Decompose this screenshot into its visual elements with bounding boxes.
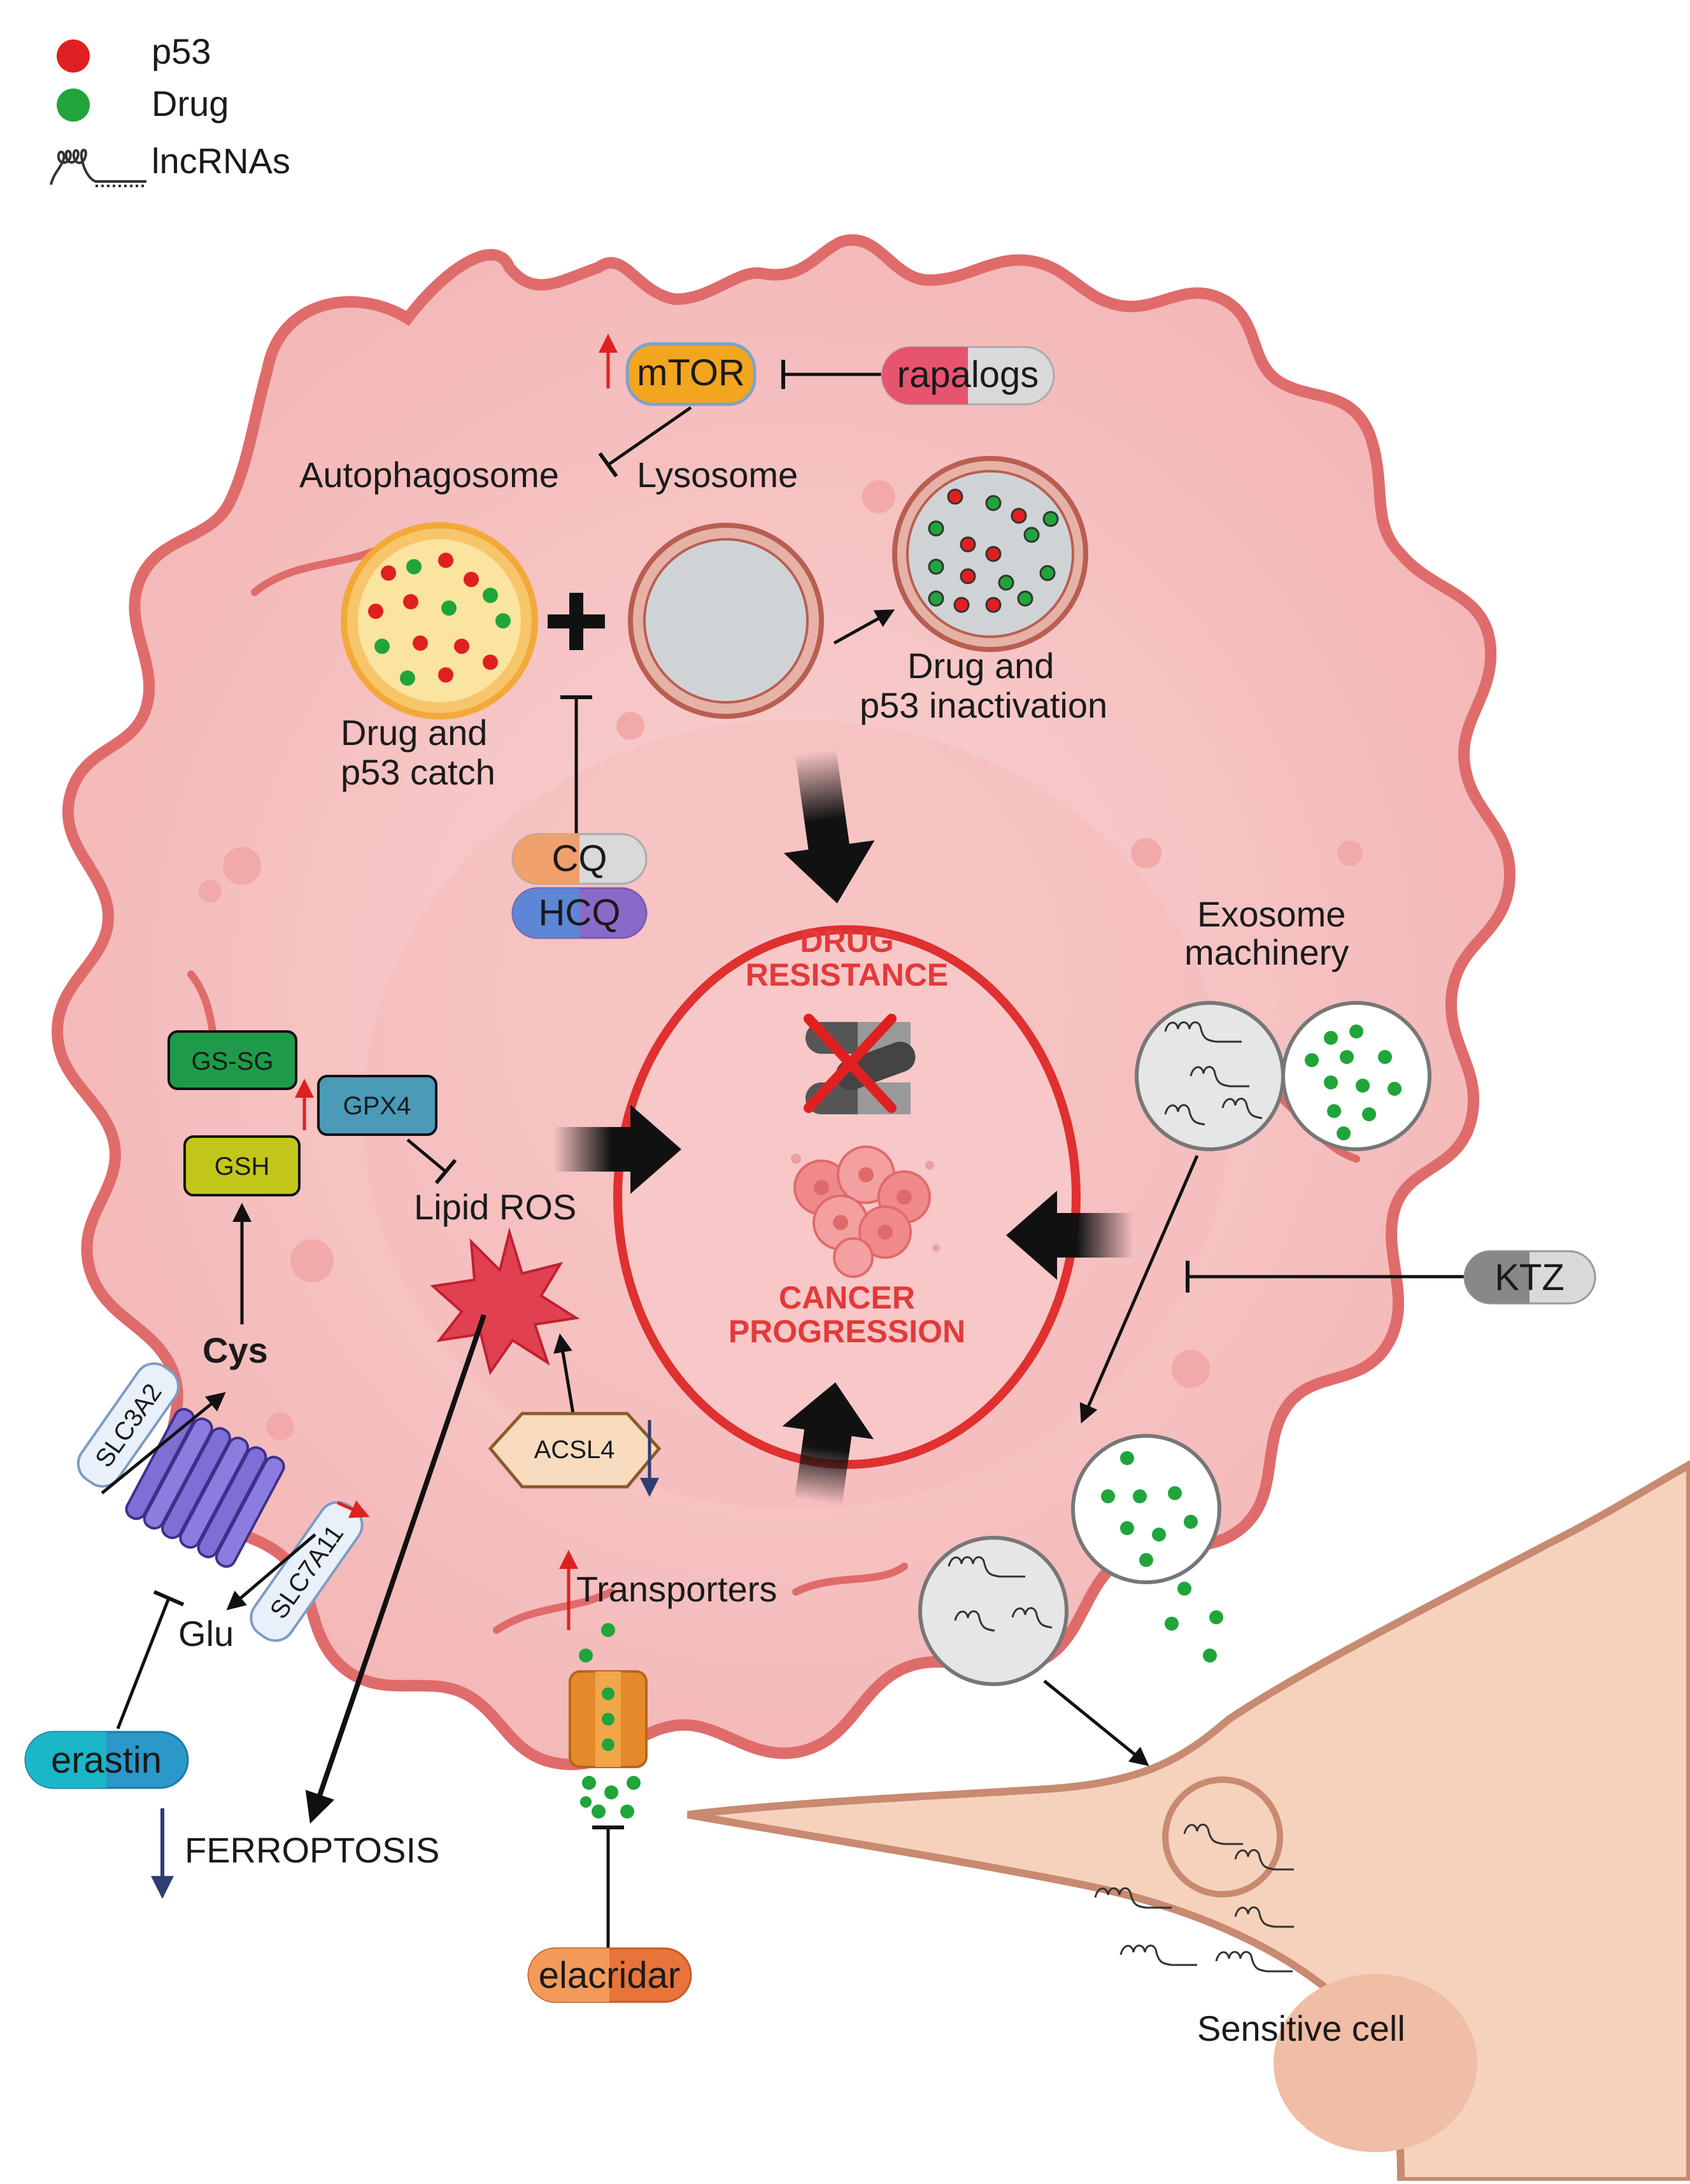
ktz-capsule: KTZ: [1463, 1250, 1596, 1305]
sensitive-cell-label: Sensitive cell: [1197, 2008, 1405, 2048]
gsh-box: GSH: [183, 1135, 301, 1196]
cq-label: CQ: [552, 838, 607, 879]
catch-label-line1: Drug and: [341, 713, 487, 753]
autolysosome: [892, 456, 1088, 652]
erastin-capsule: erastin: [24, 1731, 189, 1789]
released-exosome-lncrna: [918, 1536, 1069, 1686]
inactivation-label-line1: Drug and: [907, 646, 1054, 686]
transporters-label: Transporters: [576, 1569, 777, 1609]
efflux-pump-icon: [569, 1670, 648, 1768]
legend: p53 Drug lncRNAs: [50, 31, 290, 187]
plus-sign: [548, 593, 605, 650]
mtor-group: mTOR rapalogs: [598, 334, 1055, 478]
lipid-ros-burst-icon: [430, 1227, 580, 1375]
effluxed-drug-dots: [579, 1623, 641, 1819]
acsl4-octagon: [488, 1412, 662, 1489]
hcq-label: HCQ: [539, 892, 621, 933]
erastin-label: erastin: [51, 1740, 162, 1781]
acsl4-label: ACSL4: [534, 1436, 615, 1464]
gssg-box: GS-SG: [167, 1030, 297, 1090]
cq-capsule: CQ: [511, 833, 648, 885]
lipid-ros-label: Lipid ROS: [414, 1187, 576, 1227]
elacridar-capsule: elacridar: [527, 1947, 692, 2003]
mtor-box: [625, 342, 756, 406]
autophagosome-dots: [368, 553, 511, 686]
exosome-fusing: [1162, 1776, 1283, 1897]
exosome-lncrna: [1135, 1001, 1285, 1151]
catch-label-line2: p53 catch: [341, 752, 495, 792]
lysosome-label: Lysosome: [637, 455, 798, 495]
drug-resistance-line2: RESISTANCE: [746, 957, 949, 993]
legend-lncrnas-label: lncRNAs: [152, 141, 290, 181]
cancer-progression-line2: PROGRESSION: [728, 1314, 965, 1349]
legend-drug-label: Drug: [152, 83, 229, 124]
tumor-cluster-icon: [791, 1145, 940, 1278]
lncrna-icon: [50, 148, 146, 187]
sensitive-cell: [686, 1460, 1690, 2184]
ktz-label: KTZ: [1495, 1257, 1565, 1298]
ferroptosis-label: FERROPTOSIS: [185, 1830, 439, 1870]
released-exosome-drug: [1071, 1434, 1223, 1663]
inactivated-molecules: [928, 488, 1059, 613]
legend-drug-dot: [57, 89, 90, 122]
drug-resistance-line1: DRUG: [800, 923, 893, 959]
inactivation-label-line2: p53 inactivation: [860, 685, 1107, 725]
rapalogs-label: rapalogs: [897, 354, 1039, 395]
autophagosome-label: Autophagosome: [299, 455, 559, 495]
hcq-capsule: HCQ: [511, 887, 648, 939]
glu-label: Glu: [178, 1613, 234, 1654]
gpx4-box: GPX4: [317, 1075, 437, 1136]
autophagosome: [341, 522, 538, 720]
cancer-progression-line1: CANCER: [779, 1280, 915, 1315]
lysosome: [628, 523, 824, 719]
sensitive-cell-nucleus: [1274, 1974, 1477, 2152]
mtor-label: mTOR: [637, 352, 745, 394]
converging-arrows: [554, 749, 1133, 1506]
xc-transporter-icon: [125, 1408, 285, 1568]
legend-p53-dot: [57, 39, 90, 73]
exosome-label-line1: Exosome: [1197, 894, 1346, 934]
gpx4-label: GPX4: [343, 1092, 411, 1120]
resistance-ring-group: DRUG RESISTANCE: [613, 923, 1081, 1469]
gssg-label: GS-SG: [192, 1047, 274, 1075]
rapalogs-capsule: rapalogs: [881, 346, 1055, 406]
sensitive-cell-lncrnas: [1094, 1824, 1294, 1973]
exosome-label-line2: machinery: [1184, 932, 1349, 972]
legend-p53-label: p53: [152, 31, 211, 71]
blocked-drugs-icon: [804, 1014, 916, 1114]
cys-label: Cys: [202, 1330, 268, 1370]
exosome-drug: [1281, 1001, 1431, 1151]
gsh-label: GSH: [215, 1152, 270, 1181]
elacridar-label: elacridar: [539, 1955, 680, 1996]
